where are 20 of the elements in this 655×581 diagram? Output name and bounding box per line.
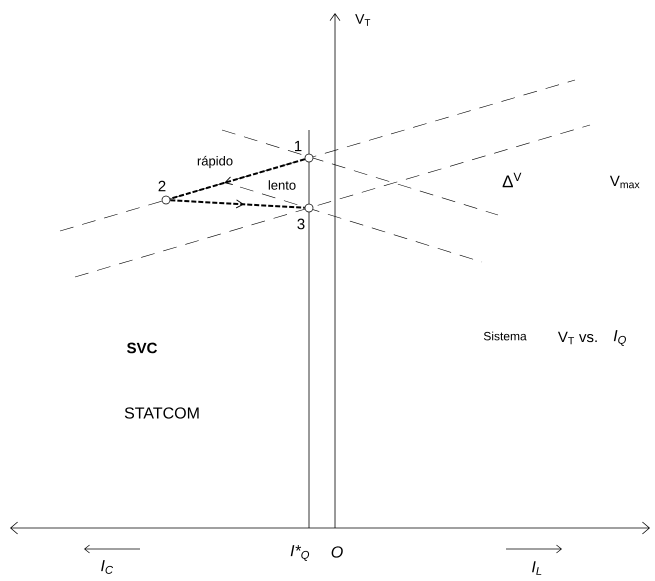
axis-label: STATCOM (124, 407, 199, 419)
axis-label: V$_{T}$ (355, 14, 370, 26)
axis-label: I$_{L}$ (532, 561, 542, 575)
axis-label: I*$_{Q}$ (290, 545, 310, 561)
edge-label: rápido (196, 154, 234, 170)
axis-label: I$_{Q}$ (614, 330, 626, 346)
point-number: 1 (294, 140, 302, 152)
axis-label: Sistema (484, 332, 527, 340)
point-marker (162, 196, 170, 204)
axis-label: V$_{max}$ (610, 176, 640, 188)
axis-label: I$_{C}$ (101, 560, 114, 574)
point-number: 2 (158, 180, 166, 192)
axis-label: Δ$^{V}$ (502, 172, 522, 188)
point-number: 3 (297, 218, 305, 230)
edge-label: lento (266, 179, 298, 191)
axis-label: O (332, 546, 343, 558)
point-marker (304, 204, 314, 212)
axis-label: V$_{T}$ vs. (558, 332, 597, 344)
axis-label: SVC (127, 342, 157, 354)
point-marker (304, 154, 314, 162)
